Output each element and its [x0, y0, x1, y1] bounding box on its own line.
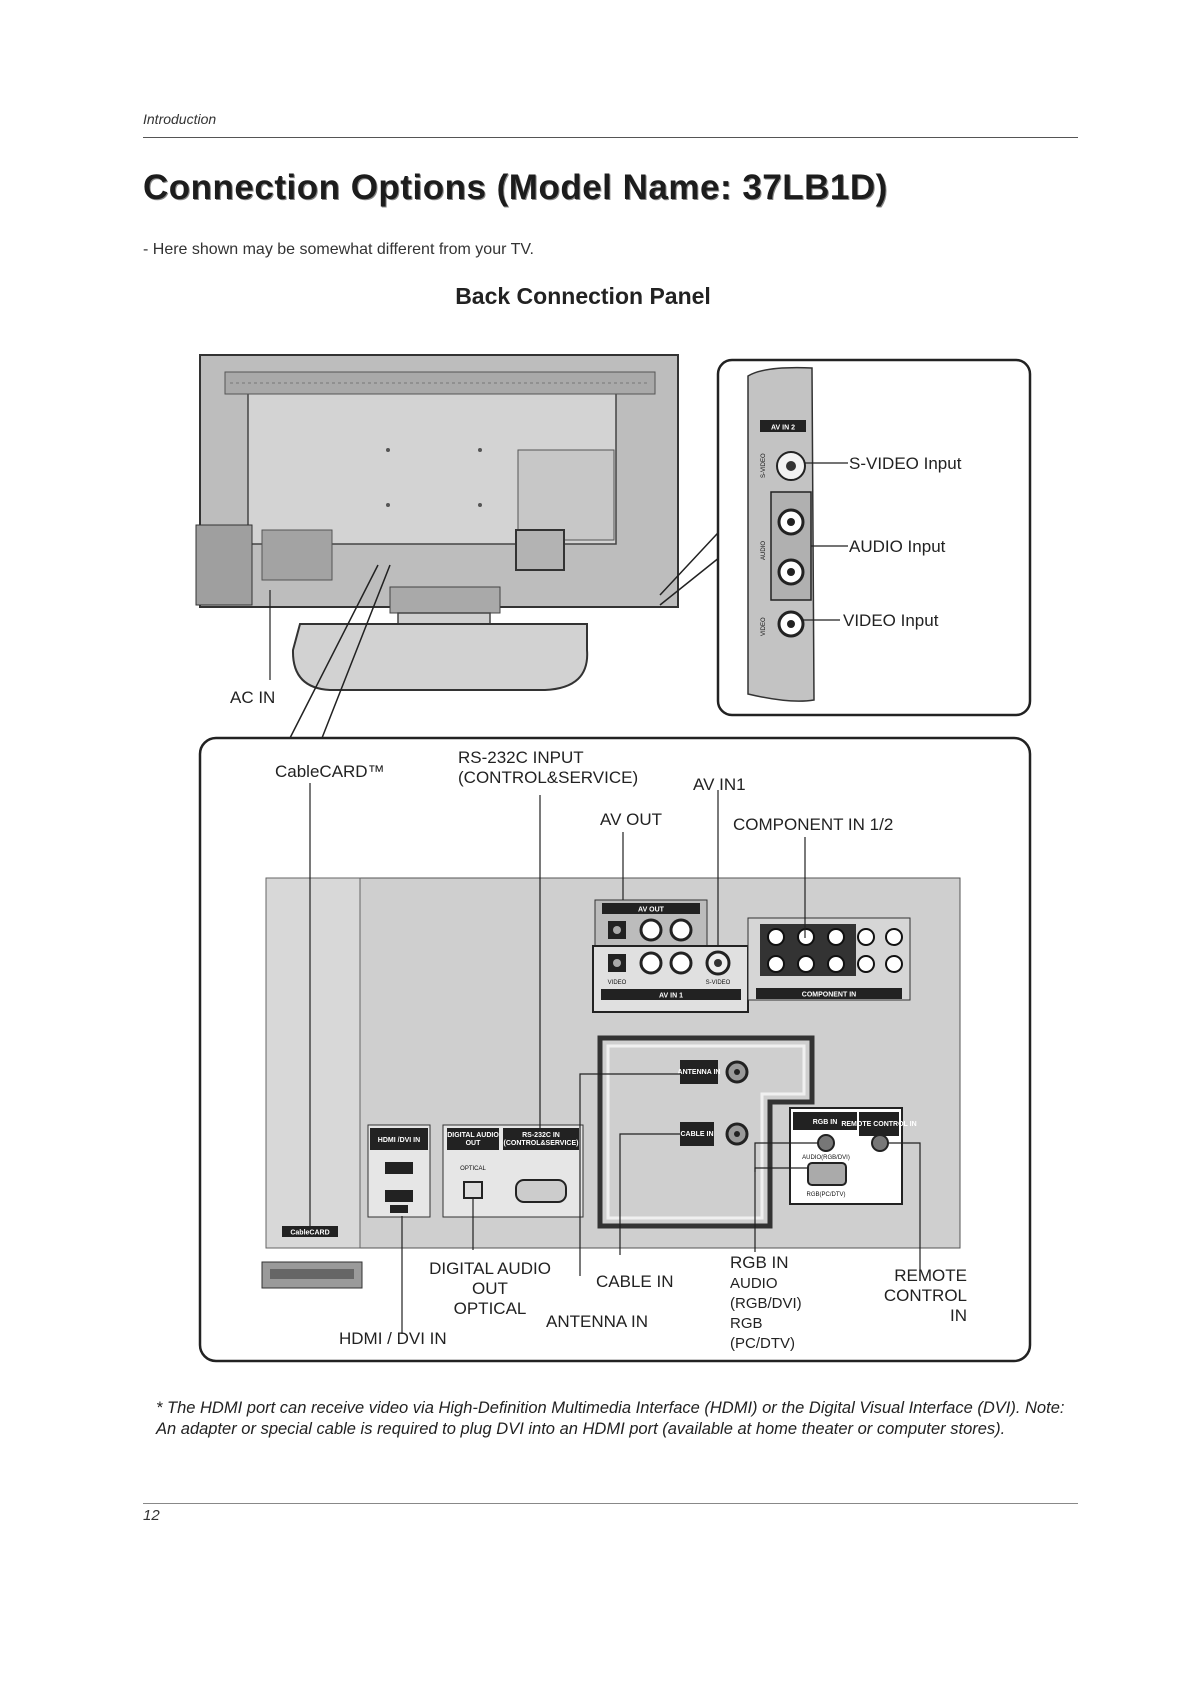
- tag-optical: OPTICAL: [460, 1166, 486, 1172]
- disclaimer-note: - Here shown may be somewhat different f…: [143, 241, 534, 258]
- label-rgb-dvi: (RGB/DVI): [730, 1295, 802, 1312]
- header-rule: [143, 137, 1078, 138]
- label-video-input: VIDEO Input: [843, 611, 939, 630]
- label-av-out: AV OUT: [600, 810, 662, 829]
- tag-remote-control-in: REMOTE CONTROL IN: [841, 1121, 916, 1128]
- label-rs232c-line2: (CONTROL&SERVICE): [458, 768, 638, 787]
- label-rgb-rgb: RGB: [730, 1315, 763, 1332]
- tag-component-in: COMPONENT IN: [802, 992, 856, 999]
- tag-rs232c-in: RS-232C IN: [522, 1132, 560, 1139]
- label-remote-line2: CONTROL: [884, 1286, 967, 1305]
- label-audio-input: AUDIO Input: [849, 537, 946, 556]
- label-antenna-in: ANTENNA IN: [546, 1312, 648, 1331]
- tag-av-out: AV OUT: [638, 907, 665, 914]
- tag-video: VIDEO: [608, 980, 627, 986]
- label-remote-line3: IN: [950, 1306, 967, 1325]
- label-ac-in: AC IN: [230, 688, 275, 707]
- rear-panel-illustration: CableCARD AV OUT VIDEO S-VIDEO AV IN 1 C…: [261, 877, 961, 1289]
- label-rs232c-line1: RS-232C INPUT: [458, 748, 584, 767]
- label-digital-audio-line3: OPTICAL: [454, 1299, 527, 1318]
- tag-hdmi-dvi-in: HDMI /DVI IN: [378, 1137, 420, 1144]
- page-number: 12: [143, 1507, 160, 1524]
- vert-video: VIDEO: [761, 617, 767, 636]
- tag-rgb-in: RGB IN: [813, 1119, 838, 1126]
- label-rgb-audio: AUDIO: [730, 1275, 778, 1292]
- tag-cable-in: CABLE IN: [680, 1131, 713, 1138]
- section-label: Introduction: [143, 111, 217, 127]
- tag-rs232c-control: (CONTROL&SERVICE): [504, 1140, 579, 1147]
- tag-av-in-2: AV IN 2: [771, 425, 795, 432]
- tv-back-illustration: [195, 354, 679, 691]
- tag-s-video: S-VIDEO: [706, 980, 731, 986]
- tag-av-in-1: AV IN 1: [659, 993, 683, 1000]
- tag-digital-out: OUT: [466, 1140, 482, 1147]
- label-digital-audio-line1: DIGITAL AUDIO: [429, 1259, 551, 1278]
- label-cable-in: CABLE IN: [596, 1272, 673, 1291]
- leader-lines: [309, 783, 921, 1334]
- tag-cablecard: CableCARD: [290, 1230, 329, 1237]
- label-cablecard: CableCARD™: [275, 762, 385, 781]
- hdmi-footnote: * The HDMI port can receive video via Hi…: [156, 1399, 1065, 1438]
- tag-rgb-pc-dtv: RGB(PC/DTV): [807, 1192, 846, 1198]
- label-rgb-pcdtv: (PC/DTV): [730, 1335, 795, 1352]
- label-av-in1: AV IN1: [693, 775, 746, 794]
- label-remote-line1: REMOTE: [894, 1266, 967, 1285]
- page-title: Connection Options (Model Name: 37LB1D): [143, 168, 888, 207]
- diagram-subtitle: Back Connection Panel: [455, 283, 711, 309]
- tag-audio-rgb-dvi: AUDIO(RGB/DVI): [802, 1155, 850, 1161]
- label-s-video-input: S-VIDEO Input: [849, 454, 962, 473]
- label-digital-audio-line2: OUT: [472, 1279, 508, 1298]
- label-component-in: COMPONENT IN 1/2: [733, 815, 893, 834]
- footer-rule: [143, 1503, 1078, 1504]
- tag-antenna-in: ANTENNA IN: [678, 1069, 721, 1076]
- vert-svideo: S-VIDEO: [761, 453, 767, 478]
- label-hdmi-dvi-in: HDMI / DVI IN: [339, 1329, 447, 1348]
- side-panel-av-in-2: AV IN 2 S-VIDEO AUDIO VIDEO: [716, 358, 1032, 717]
- tag-digital-audio: DIGITAL AUDIO: [447, 1132, 499, 1139]
- vert-audio: AUDIO: [761, 541, 767, 560]
- label-rgb-in: RGB IN: [730, 1253, 789, 1272]
